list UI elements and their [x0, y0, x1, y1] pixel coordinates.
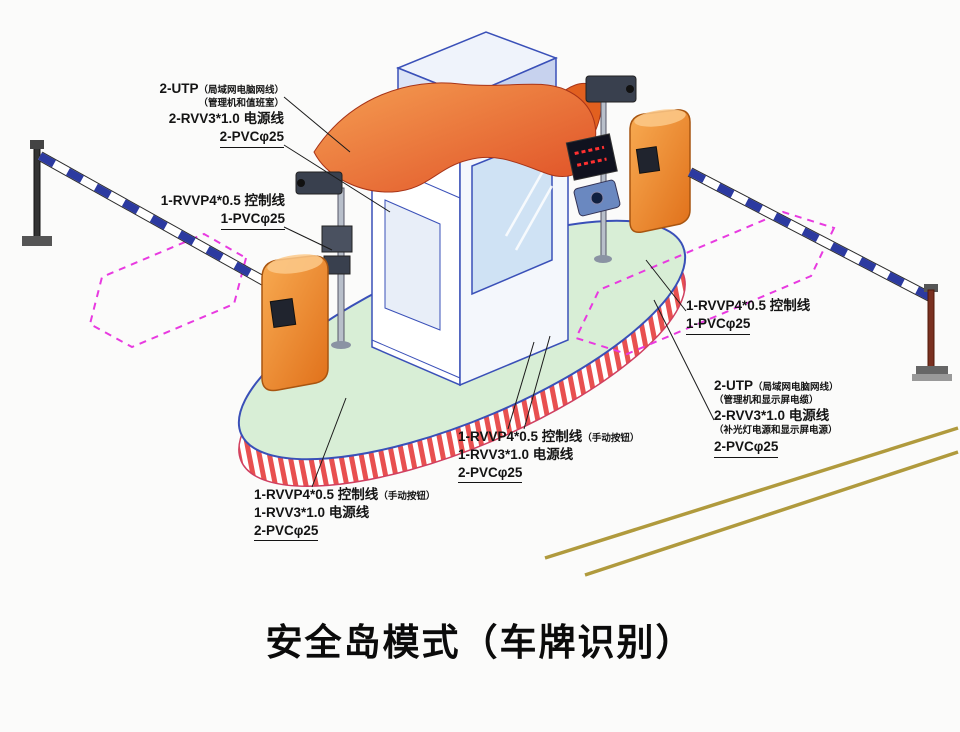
leader-line — [507, 341, 535, 430]
plate-recognition-camera-icon — [585, 75, 637, 103]
barrier-arm-right — [687, 167, 935, 303]
conduit-spec: 1-PVCφ25 — [220, 210, 285, 230]
cable-spec: 1-RVV3*1.0 电源线 — [458, 446, 574, 462]
display-pole — [600, 95, 607, 259]
label-line: 2-PVCφ25 — [254, 522, 435, 542]
led-text-row — [576, 157, 607, 167]
label-line: 2-UTP（局域网电脑网线） — [60, 80, 284, 98]
post-cap — [924, 284, 938, 292]
led-text-row — [574, 145, 605, 155]
label-line: 1-RVVP4*0.5 控制线（手动按钮） — [254, 486, 435, 504]
flash-camera — [573, 179, 621, 217]
arm-stripes — [38, 152, 282, 294]
cable-spec: 1-RVVP4*0.5 控制线 — [160, 193, 285, 208]
machine-screen — [269, 298, 297, 328]
lane-camera-icon — [295, 171, 343, 195]
label-line: 2-PVCφ25 — [60, 128, 284, 148]
control-box — [321, 225, 353, 253]
cable-note: （局域网电脑网线） — [753, 382, 839, 393]
detection-loop-right — [574, 210, 836, 356]
cable-note: （手动按钮） — [582, 433, 640, 444]
post-pole — [927, 289, 935, 371]
cable-spec: 2-RVV3*1.0 电源线 — [714, 408, 830, 424]
conduit-spec: 1-PVCφ25 — [686, 315, 751, 335]
cable-spec: 2-UTP — [159, 81, 199, 96]
booth-door — [384, 199, 441, 331]
pole-base — [331, 341, 351, 349]
camera-lens-icon — [297, 179, 305, 187]
conduit-spec: 2-PVCφ25 — [254, 522, 319, 542]
barrier-arm-left — [37, 151, 283, 295]
leader-line — [645, 259, 687, 312]
label-line: 2-PVCφ25 — [714, 438, 839, 458]
cable-note: （手动按钮） — [378, 491, 436, 502]
road-marking-lines — [544, 426, 959, 577]
post-base — [916, 366, 948, 376]
camera-lens-icon — [626, 85, 634, 93]
cable-note: （局域网电脑网线） — [198, 85, 284, 96]
leader-line — [653, 299, 715, 421]
led-screen — [565, 133, 618, 181]
cable-note: （管理机和值班室） — [198, 97, 284, 109]
leader-lines — [283, 96, 715, 488]
led-screen-panel — [565, 133, 618, 181]
machine-top-sheen — [634, 109, 686, 127]
diagram-title: 安全岛模式（车牌识别） — [265, 622, 695, 663]
road-line — [544, 426, 959, 560]
pole-base — [594, 255, 612, 263]
label-group-network-cables-right: 2-UTP（局域网电脑网线） （管理机和显示屏电缆） 2-RVV3*1.0 电源… — [714, 377, 839, 458]
guard-booth — [313, 31, 602, 387]
led-display-pole — [565, 75, 637, 263]
barrier-machine-right — [629, 109, 691, 234]
booth-panel-line — [371, 339, 461, 379]
label-line: 2-PVCφ25 — [458, 464, 639, 484]
label-line: 1-RVVP4*0.5 控制线（手动按钮） — [458, 428, 639, 446]
detection-loops — [88, 210, 836, 356]
machine-screen — [635, 146, 661, 174]
leader-line — [523, 335, 551, 430]
label-group-control-cable-left: 1-RVVP4*0.5 控制线 1-PVCφ25 — [95, 192, 285, 230]
barrier-end-post-right — [912, 284, 952, 381]
leader-line — [311, 397, 347, 488]
post-base — [22, 236, 52, 246]
leader-line — [283, 96, 351, 153]
arm-stripes — [688, 168, 934, 302]
leader-line — [283, 144, 391, 213]
road-line — [584, 450, 959, 577]
machine-body — [629, 109, 691, 234]
conduit-spec: 2-PVCφ25 — [458, 464, 523, 484]
label-group-control-cable-right: 1-RVVP4*0.5 控制线 1-PVCφ25 — [686, 297, 810, 335]
label-group-control-cable-center-bottom: 1-RVVP4*0.5 控制线（手动按钮） 1-RVV3*1.0 电源线 2-P… — [458, 428, 639, 484]
post-cap — [30, 140, 44, 149]
label-line: 1-PVCφ25 — [95, 210, 285, 230]
barrier-machine-left — [261, 254, 329, 392]
label-group-network-cables-left: 2-UTP（局域网电脑网线） （管理机和值班室） 2-RVV3*1.0 电源线 … — [60, 80, 284, 148]
window-glare — [514, 185, 554, 251]
camera-lens-icon — [590, 191, 604, 205]
conduit-spec: 2-PVCφ25 — [714, 438, 779, 458]
detection-loop-left — [88, 232, 248, 349]
machine-top-sheen — [267, 254, 323, 274]
leader-line — [283, 226, 333, 251]
label-line: 1-PVCφ25 — [686, 315, 810, 335]
label-group-control-cable-left-bottom: 1-RVVP4*0.5 控制线（手动按钮） 1-RVV3*1.0 电源线 2-P… — [254, 486, 435, 542]
cable-note: （补光灯电源和显示屏电源） — [714, 425, 838, 437]
barrier-end-post-left — [22, 140, 52, 246]
cable-spec: 1-RVVP4*0.5 控制线 — [254, 487, 379, 502]
cable-spec: 1-RVVP4*0.5 控制线 — [458, 429, 583, 444]
window-glare — [504, 163, 549, 237]
cable-spec: 2-UTP — [714, 378, 754, 393]
cable-spec: 2-RVV3*1.0 电源线 — [168, 111, 284, 127]
label-line: 2-UTP（局域网电脑网线） — [714, 377, 839, 395]
post-base-plate — [912, 374, 952, 381]
cable-spec: 1-RVVP4*0.5 控制线 — [686, 298, 811, 313]
cable-note: （管理机和显示屏电缆） — [714, 394, 819, 406]
cable-spec: 1-RVV3*1.0 电源线 — [254, 504, 370, 520]
conduit-spec: 2-PVCφ25 — [219, 128, 284, 148]
